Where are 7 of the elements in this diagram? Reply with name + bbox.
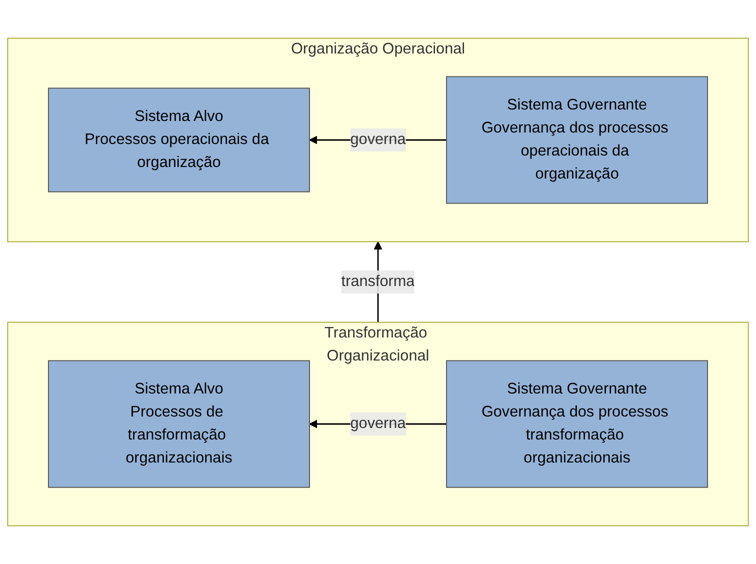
node-box: Sistema Alvo Processos operacionais da organização: [48, 88, 310, 192]
node-box: Sistema Governante Governança dos processos operacionais da organização: [446, 76, 708, 204]
node-box: Sistema Governante Governança dos processos transformação organizacionais: [446, 360, 708, 488]
edge-label: governa: [350, 415, 406, 432]
edge-label: transforma: [341, 273, 415, 290]
edge-label: governa: [350, 131, 406, 148]
node-box: Sistema Alvo Processos de transformação organizacionais: [48, 360, 310, 488]
